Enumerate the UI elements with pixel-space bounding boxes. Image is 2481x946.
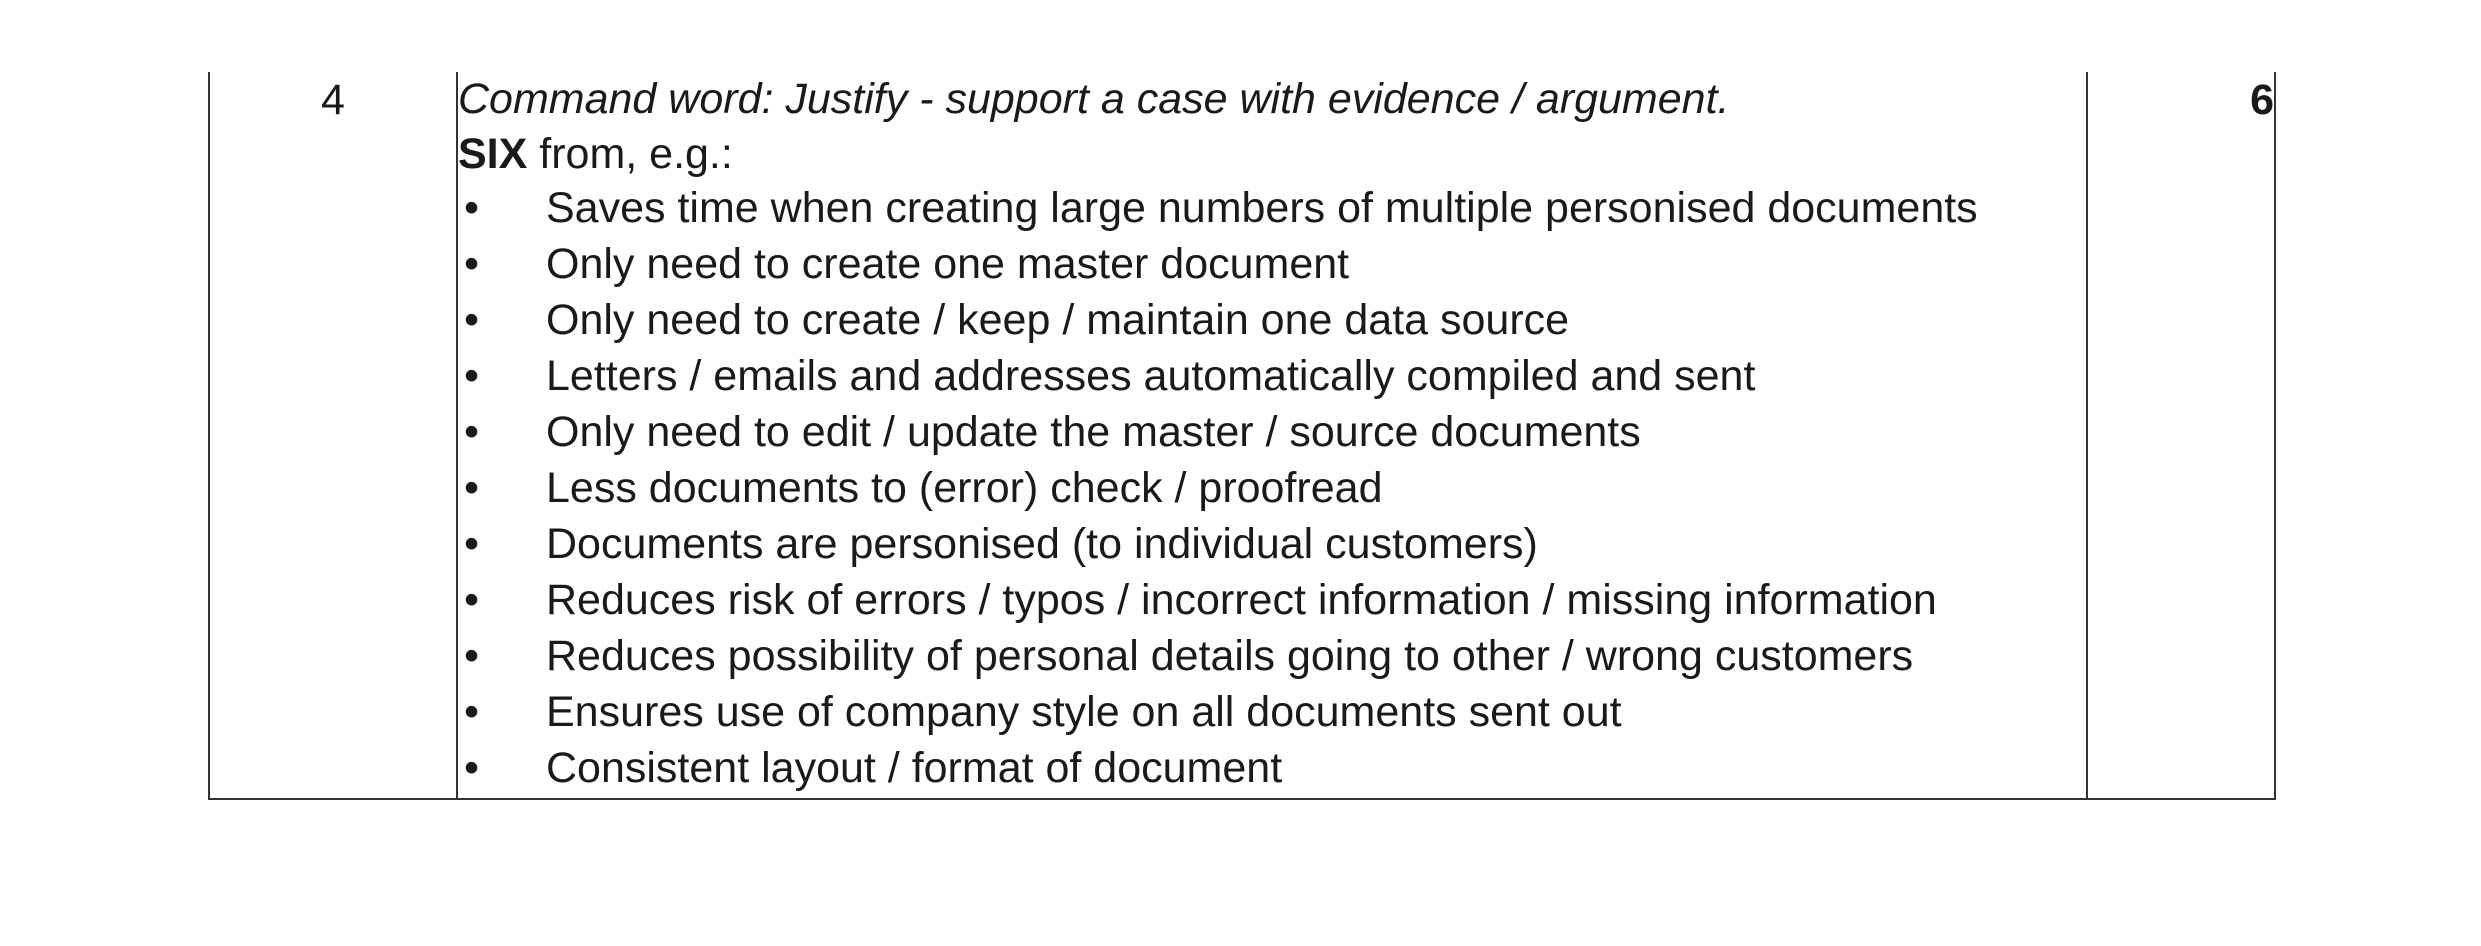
bullet-icon: • (464, 240, 480, 288)
answer-point: • Only need to edit / update the master /… (458, 406, 2086, 458)
bullet-icon: • (464, 520, 480, 568)
answer-point-text: Letters / emails and addresses automatic… (546, 352, 1756, 400)
bullet-icon: • (464, 464, 480, 512)
answer-point-text: Reduces possibility of personal details … (546, 632, 1914, 680)
answer-point-text: Consistent layout / format of document (546, 744, 1283, 792)
bullet-icon: • (464, 576, 480, 624)
answer-point-text: Ensures use of company style on all docu… (546, 688, 1622, 736)
answer-point: • Letters / emails and addresses automati… (458, 350, 2086, 402)
answer-cell: Command word: Justify - support a case w… (456, 72, 2088, 800)
bullet-icon: • (464, 352, 480, 400)
answer-point: • Consistent layout / format of document (458, 742, 2086, 794)
answer-point-text: Less documents to (error) check / proofr… (546, 464, 1383, 512)
answer-point-text: Reduces risk of errors / typos / incorre… (546, 576, 1937, 624)
answer-point: • Reduces possibility of personal details… (458, 630, 2086, 682)
bullet-icon: • (464, 744, 480, 792)
answer-point-text: Only need to edit / update the master / … (546, 408, 1641, 456)
answer-point-text: Only need to create one master document (546, 240, 1350, 288)
answer-point: • Only need to create / keep / maintain o… (458, 294, 2086, 346)
answer-intro: SIX from, e.g.: (458, 127, 2086, 182)
answer-point: • Reduces risk of errors / typos / incorr… (458, 574, 2086, 626)
answer-point: • Documents are personised (to individual… (458, 518, 2086, 570)
marks-value: 6 (2086, 72, 2276, 800)
bullet-icon: • (464, 632, 480, 680)
command-word: Command word: Justify - support a case w… (458, 75, 1730, 123)
answer-point: • Less documents to (error) check / proof… (458, 462, 2086, 514)
answer-point: • Only need to create one master document (458, 238, 2086, 290)
answer-point: • Ensures use of company style on all doc… (458, 686, 2086, 738)
bullet-icon: • (464, 184, 480, 232)
answer-point-text: Saves time when creating large numbers o… (546, 184, 1978, 232)
mark-scheme-row: 4 Command word: Justify - support a case… (208, 72, 2276, 800)
answer-intro-text: from, e.g.: (527, 130, 733, 178)
mark-scheme-table: 4 Command word: Justify - support a case… (208, 72, 2276, 800)
answer-point: • Saves time when creating large numbers … (458, 182, 2086, 234)
question-number: 4 (208, 72, 458, 800)
bullet-icon: • (464, 408, 480, 456)
bullet-icon: • (464, 296, 480, 344)
answer-points-list: • Saves time when creating large numbers … (458, 182, 2086, 794)
answer-point-text: Documents are personised (to individual … (546, 520, 1538, 568)
bullet-icon: • (464, 688, 480, 736)
answer-point-text: Only need to create / keep / maintain on… (546, 296, 1570, 344)
answer-count: SIX (458, 130, 528, 178)
